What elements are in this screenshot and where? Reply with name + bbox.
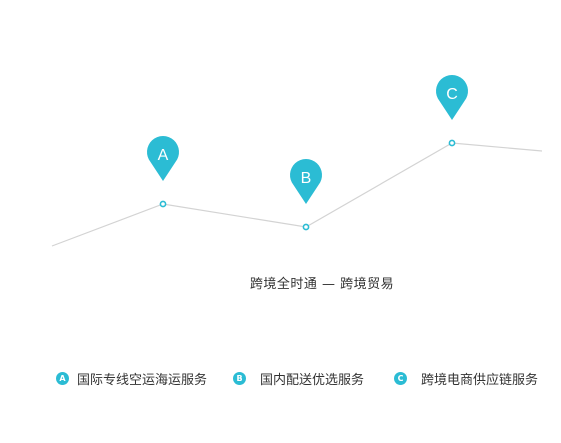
pin-a-point bbox=[159, 200, 167, 208]
pin-a-marker-icon bbox=[146, 136, 179, 181]
pin-a-letter: A bbox=[158, 147, 169, 164]
pin-a[interactable]: A bbox=[146, 136, 179, 208]
legend-label-a: 国际专线空运海运服务 bbox=[77, 372, 208, 388]
pin-b-letter: B bbox=[301, 170, 312, 187]
pin-b-point bbox=[302, 223, 310, 231]
pin-c[interactable]: C bbox=[435, 75, 468, 147]
pin-c-point bbox=[448, 139, 456, 147]
legend-item-b[interactable]: B 国内配送优选服务 bbox=[233, 368, 364, 388]
diagram-caption: 跨境全时通 — 跨境贸易 bbox=[249, 277, 395, 292]
legend-item-a[interactable]: A 国际专线空运海运服务 bbox=[56, 368, 207, 388]
legend-label-c: 跨境电商供应链服务 bbox=[421, 372, 539, 388]
badge-a-icon: A bbox=[56, 371, 69, 385]
pin-b-marker-icon bbox=[290, 159, 322, 204]
pin-c-letter: C bbox=[446, 86, 458, 103]
badge-c-icon: C bbox=[394, 371, 407, 385]
badge-b-icon: B bbox=[233, 371, 246, 385]
service-legend: A 国际专线空运海运服务 B 国内配送优选服务 C 跨境电商供应链服务 bbox=[0, 368, 561, 388]
route-line bbox=[51, 142, 543, 247]
legend-item-c[interactable]: C 跨境电商供应链服务 bbox=[394, 368, 538, 388]
pin-b[interactable]: B bbox=[290, 159, 322, 231]
legend-label-b: 国内配送优选服务 bbox=[260, 372, 365, 388]
pin-c-marker-icon bbox=[435, 75, 468, 120]
